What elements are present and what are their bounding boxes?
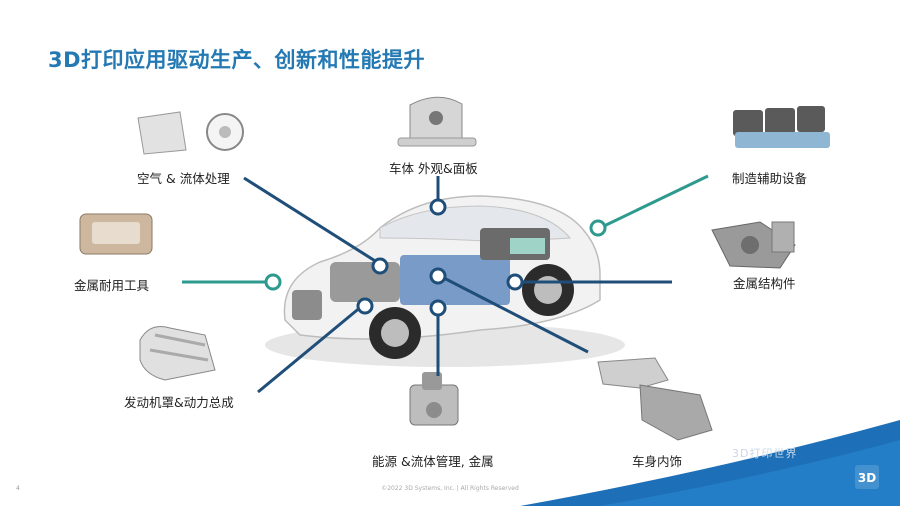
page-number: 4 [16, 485, 20, 492]
part-interior-image [597, 357, 713, 441]
part-metal-tool-image [79, 213, 153, 255]
connector-mfg-aids [603, 174, 709, 228]
part-body-bracket-image [397, 96, 477, 147]
label-engine: 发动机罩&动力总成 [124, 395, 234, 410]
connector-interior [439, 274, 589, 354]
connector-lines [182, 174, 709, 394]
label-air-fluid: 空气 & 流体处理 [137, 171, 230, 186]
3d-systems-logo-icon: 3D [855, 465, 879, 489]
part-manifold-metal-image [409, 372, 459, 426]
svg-text:3D: 3D [858, 471, 876, 485]
part-air-duct-image [137, 111, 244, 155]
label-body-panel: 车体 外观&面板 [389, 161, 478, 176]
part-fixtures-image [733, 106, 830, 148]
label-mfg-aids: 制造辅助设备 [732, 171, 808, 186]
watermark: 3D打印世界 [732, 447, 798, 460]
connector-engine [257, 304, 363, 394]
connector-air-fluid [243, 176, 381, 266]
connector-dots [264, 198, 607, 317]
label-energy: 能源 &流体管理, 金属 [372, 454, 494, 469]
label-metal-tools: 金属耐用工具 [74, 278, 150, 293]
label-interior: 车身内饰 [632, 454, 683, 469]
part-manifold-image [139, 326, 216, 381]
car-cutaway-image [265, 195, 625, 367]
label-metal-struct: 金属结构件 [733, 276, 796, 291]
slide-title: 3D打印应用驱动生产、创新和性能提升 [48, 48, 426, 72]
footer-copyright: ©2022 3D Systems, Inc. | All Rights Rese… [381, 485, 519, 492]
part-metal-structure-image [711, 221, 796, 269]
